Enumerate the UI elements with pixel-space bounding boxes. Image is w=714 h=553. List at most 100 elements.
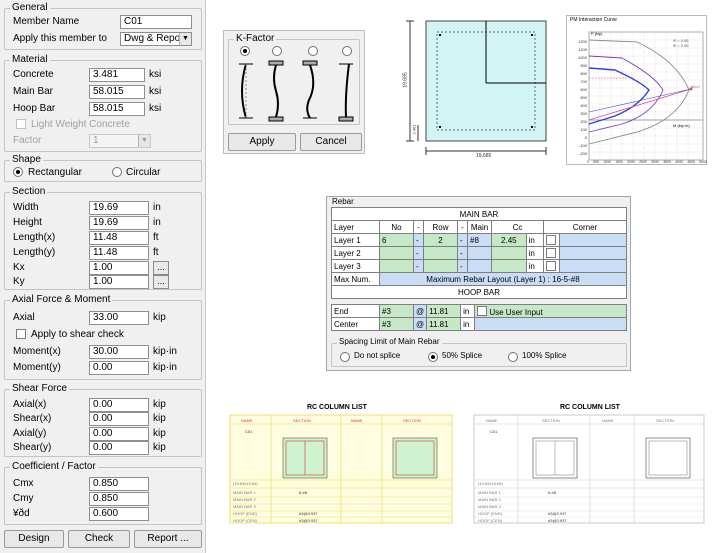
column-list-mono-title: RC COLUMN LIST <box>560 404 620 411</box>
kx-input[interactable]: 1.00 <box>89 261 149 275</box>
main-bar-input[interactable]: 58.015 <box>89 85 145 99</box>
k-factor-apply-button[interactable]: Apply <box>228 133 296 151</box>
layer-2-corner-checkbox[interactable] <box>546 248 556 258</box>
material-group: Material Concrete 3.481 ksi Main Bar 58.… <box>4 54 202 152</box>
ky-input[interactable]: 1.00 <box>89 275 149 289</box>
hoop-bar-input[interactable]: 58.015 <box>89 102 145 116</box>
moment-y-unit: kip·in <box>153 362 177 373</box>
use-user-input-checkbox[interactable] <box>477 306 488 316</box>
main-bar-unit: ksi <box>149 86 162 97</box>
concrete-input[interactable]: 3.481 <box>89 68 145 82</box>
layer-2-row-count[interactable] <box>423 246 458 260</box>
hoop-center-bar[interactable]: #3 <box>379 317 414 331</box>
phi-d-input[interactable]: 0.600 <box>89 507 149 521</box>
layer-3-row[interactable]: Layer 3 - - in <box>331 259 627 273</box>
col-cc: Cc <box>491 220 544 234</box>
max-num-row: Max Num. Maximum Rebar Layout (Layer 1) … <box>331 272 627 286</box>
section-title: Section <box>10 186 48 197</box>
length-x-input[interactable]: 11.48 <box>89 231 149 245</box>
layer-3-corner-checkbox[interactable] <box>546 261 556 271</box>
layer-2-cc[interactable] <box>491 246 527 260</box>
layer-2-label: Layer 2 <box>331 246 380 260</box>
hoop-end-spacing[interactable]: 11.81 <box>426 304 462 318</box>
layer-1-cc[interactable]: 2.45 <box>491 233 527 247</box>
pm-y-tick: 900 <box>580 63 587 68</box>
design-button[interactable]: Design <box>4 530 64 548</box>
color-row-hoop-cen: HOOP (CEN) <box>233 518 257 523</box>
ky-browse-button[interactable]: ... <box>153 275 169 289</box>
shear-y-label: Shear(y) <box>13 442 52 453</box>
layer-1-row[interactable]: Layer 1 6 - 2 - #8 2.45 in <box>331 233 627 247</box>
k-factor-radio-1[interactable] <box>240 46 250 56</box>
moment-x-input[interactable]: 30.00 <box>89 345 149 359</box>
circular-radio[interactable] <box>112 167 122 177</box>
layer-3-unit: in <box>525 259 545 273</box>
axial-x-input[interactable]: 0.00 <box>89 398 149 412</box>
axial-unit: kip <box>153 312 166 323</box>
col-corner: Corner <box>543 220 627 234</box>
color-section-header: SECTION <box>293 418 311 423</box>
k-factor-radio-2[interactable] <box>272 46 282 56</box>
check-button[interactable]: Check <box>68 530 130 548</box>
column-list-mono-grid <box>473 414 705 524</box>
layer-3-no[interactable] <box>379 259 414 273</box>
height-input[interactable]: 19.69 <box>89 216 149 230</box>
width-input[interactable]: 19.69 <box>89 201 149 215</box>
report-button[interactable]: Report ... <box>134 530 202 548</box>
hoop-center-row[interactable]: Center #3 @ 11.81 in <box>331 317 627 331</box>
layer-2-row[interactable]: Layer 2 - - in <box>331 246 627 260</box>
moment-y-input[interactable]: 0.00 <box>89 361 149 375</box>
k-factor-radio-3[interactable] <box>308 46 318 56</box>
pm-curve-title: PM Interaction Curve <box>570 17 617 23</box>
splice-50-label: 50% Splice <box>442 351 483 360</box>
k-factor-cancel-button[interactable]: Cancel <box>300 133 362 151</box>
layer-2-main-bar[interactable] <box>467 246 492 260</box>
main-bar-columns: Layer No - Row - Main Cc Corner <box>331 220 627 234</box>
hoop-center-spacing[interactable]: 11.81 <box>426 317 462 331</box>
shear-x-input[interactable]: 0.00 <box>89 412 149 426</box>
mono-row-main-3: MAIN BAR 3 <box>478 504 501 509</box>
shear-x-unit: kip <box>153 413 166 424</box>
layer-1-no[interactable]: 6 <box>379 233 414 247</box>
shear-check-checkbox[interactable] <box>16 329 26 339</box>
kx-browse-button[interactable]: ... <box>153 261 169 275</box>
length-y-input[interactable]: 11.48 <box>89 246 149 260</box>
layer-1-corner-checkbox[interactable] <box>546 235 556 245</box>
color-hoop-cen-value: #3@3.937 <box>299 518 318 523</box>
layer-3-cc[interactable] <box>491 259 527 273</box>
color-name-header-2: NAME <box>351 418 363 423</box>
lightweight-checkbox[interactable] <box>16 119 26 129</box>
layer-1-row-count[interactable]: 2 <box>423 233 458 247</box>
pm-y-tick: 500 <box>580 95 587 100</box>
rectangular-radio[interactable] <box>13 167 23 177</box>
layer-3-row-count[interactable] <box>423 259 458 273</box>
layer-2-corner-fill <box>559 246 627 260</box>
shear-y-input[interactable]: 0.00 <box>89 441 149 455</box>
hoop-end-row[interactable]: End #3 @ 11.81 in Use User Input <box>331 304 627 318</box>
splice-100-radio[interactable] <box>508 352 518 362</box>
hoop-center-at: @ <box>412 317 428 331</box>
column-design-panel: General Member Name C01 Apply this membe… <box>0 0 206 553</box>
height-label: Height <box>13 217 42 228</box>
apply-member-select[interactable]: Dwg & Repor▼ <box>120 32 192 46</box>
main-bar-table: MAIN BAR Layer No - Row - Main Cc Corner… <box>331 207 627 299</box>
layer-3-corner-fill <box>559 259 627 273</box>
layer-3-dash: - <box>457 259 468 273</box>
layer-1-main-bar[interactable]: #8 <box>467 233 492 247</box>
cmy-input[interactable]: 0.850 <box>89 492 149 506</box>
pm-x-tick: 4000 <box>675 160 683 164</box>
splice-50-radio[interactable] <box>428 352 438 362</box>
cmx-label: Cmx <box>13 478 34 489</box>
axial-input[interactable]: 33.00 <box>89 311 149 325</box>
do-not-splice-radio[interactable] <box>340 352 350 362</box>
k-factor-radio-4[interactable] <box>342 46 352 56</box>
layer-3-main-bar[interactable] <box>467 259 492 273</box>
factor-select[interactable]: 1▼ <box>89 134 151 148</box>
axial-y-input[interactable]: 0.00 <box>89 427 149 441</box>
layer-2-no[interactable] <box>379 246 414 260</box>
cmx-input[interactable]: 0.850 <box>89 477 149 491</box>
layer-2-dash: - <box>457 246 468 260</box>
length-x-label: Length(x) <box>13 232 56 243</box>
member-name-input[interactable]: C01 <box>120 15 192 29</box>
hoop-end-bar[interactable]: #3 <box>379 304 414 318</box>
